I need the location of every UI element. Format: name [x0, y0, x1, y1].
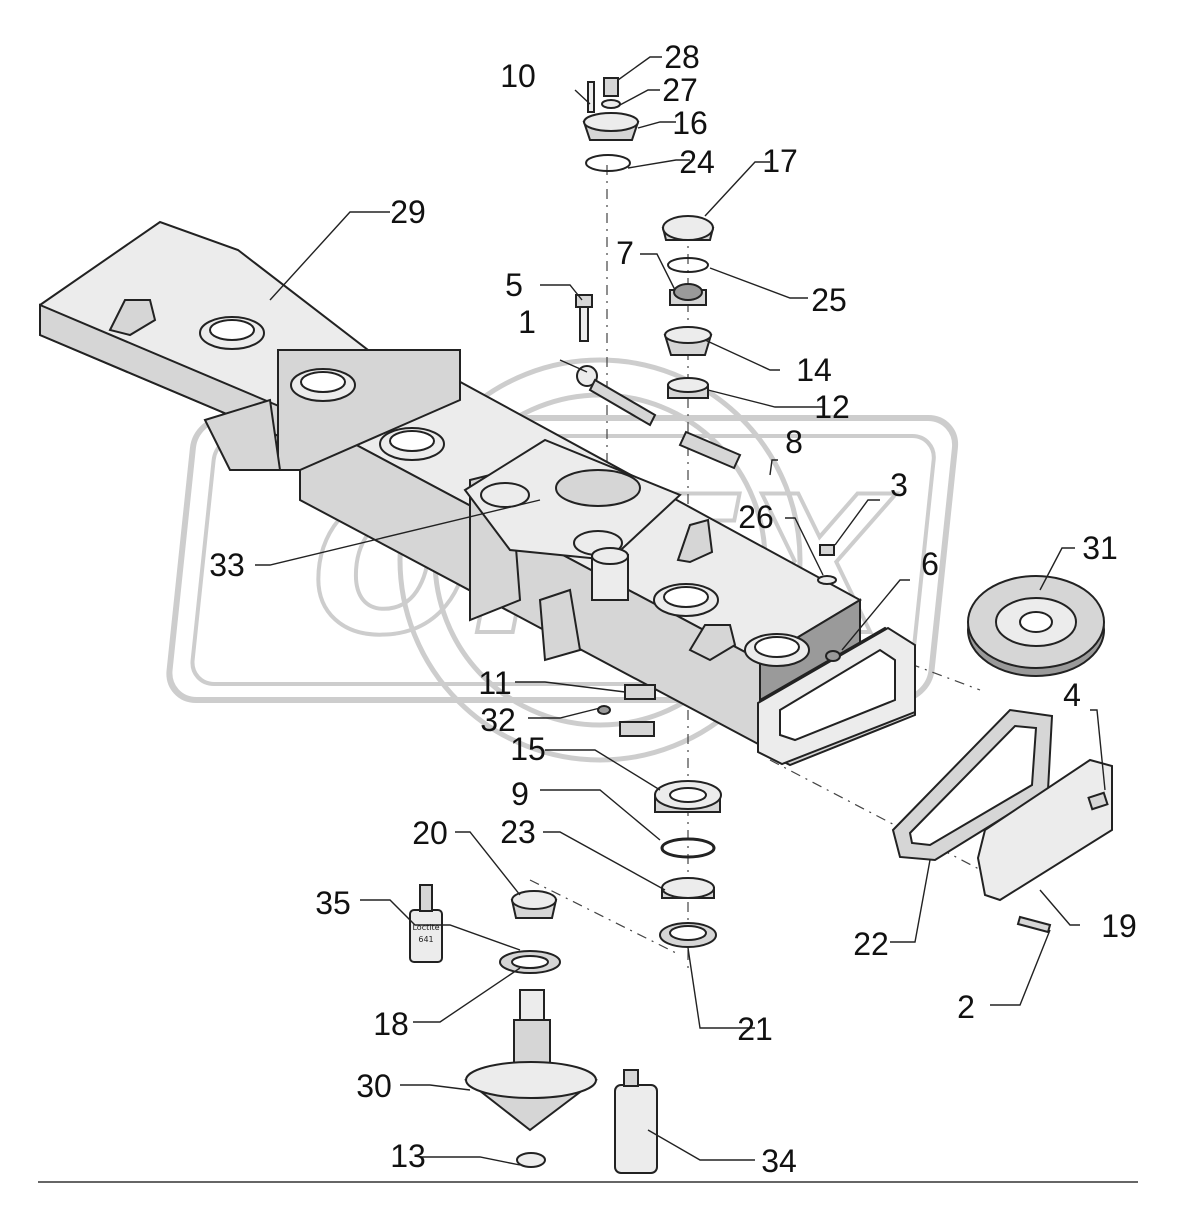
callout-6: 6 [921, 546, 939, 582]
callout-18: 18 [373, 1006, 409, 1042]
callout-19: 19 [1101, 908, 1137, 944]
callout-5: 5 [505, 267, 523, 303]
callout-30: 30 [356, 1068, 392, 1104]
callout-25: 25 [811, 282, 847, 318]
callout-26: 26 [738, 499, 774, 535]
callout-28: 28 [664, 39, 700, 75]
callout-4: 4 [1063, 677, 1081, 713]
callout-11: 11 [478, 665, 511, 701]
callout-labels: 1 2 3 4 5 6 7 8 9 10 11 12 13 14 15 16 1… [209, 39, 1137, 1179]
callout-22: 22 [853, 926, 889, 962]
watermark-frame-outer [166, 415, 959, 703]
callout-2: 2 [957, 989, 975, 1025]
callout-27: 27 [662, 72, 698, 108]
loctite-label-line1: Loctite [412, 923, 439, 932]
callout-24: 24 [679, 144, 715, 180]
callout-34: 34 [761, 1143, 797, 1179]
callout-8: 8 [785, 424, 803, 460]
callout-32: 32 [480, 702, 516, 738]
watermark-frame-inner [190, 434, 936, 686]
callout-1: 1 [518, 304, 536, 340]
callout-15: 15 [510, 731, 546, 767]
callout-7: 7 [616, 235, 634, 271]
callout-12: 12 [814, 389, 850, 425]
loctite-label-line2: 641 [418, 935, 433, 944]
callout-16: 16 [672, 105, 708, 141]
beam-bosses [199, 316, 810, 667]
top-hub-stack [575, 77, 742, 470]
main-beam-frame [39, 220, 916, 767]
gearbox-components [757, 544, 1113, 934]
callout-31: 31 [1082, 530, 1118, 566]
lower-bearing-stack: Loctite 641 [409, 684, 722, 1174]
callout-20: 20 [412, 815, 448, 851]
callout-35: 35 [315, 885, 351, 921]
callout-29: 29 [390, 194, 426, 230]
loctite-bottle-icon: Loctite 641 [409, 884, 443, 963]
callout-3: 3 [890, 467, 908, 503]
callout-14: 14 [796, 352, 832, 388]
callout-9: 9 [511, 776, 529, 812]
callout-33: 33 [209, 547, 245, 583]
gear-31-icon [967, 575, 1105, 677]
callout-21: 21 [737, 1011, 773, 1047]
callout-10: 10 [500, 58, 536, 94]
callout-17: 17 [762, 143, 798, 179]
callout-13: 13 [390, 1138, 426, 1174]
callout-23: 23 [500, 814, 536, 850]
leader-lines [255, 56, 1106, 1166]
